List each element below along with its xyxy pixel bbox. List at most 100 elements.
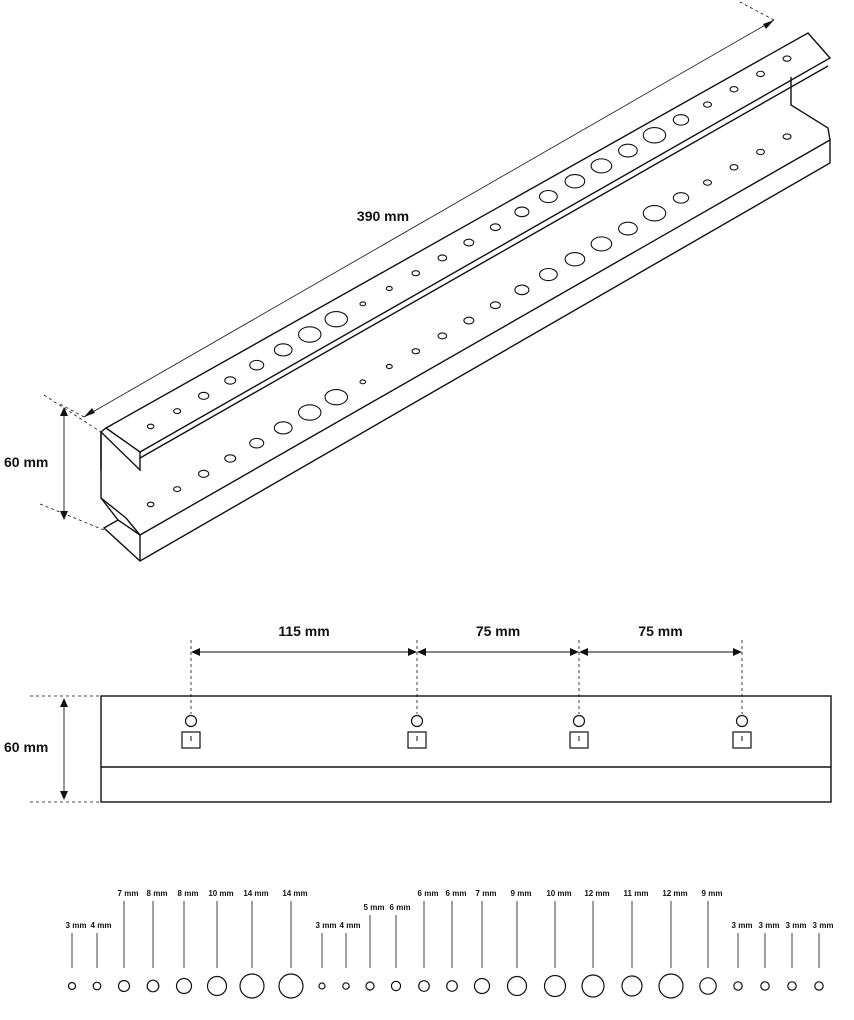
iso-hole xyxy=(173,486,182,493)
legend-hole: 14 mm xyxy=(278,889,308,999)
legend-hole: 11 mm xyxy=(621,889,649,997)
iso-hole xyxy=(249,437,265,449)
iso-hole xyxy=(489,301,501,310)
mount-slot xyxy=(407,731,427,749)
legend-hole: 5 mm xyxy=(364,903,384,991)
hole-circle xyxy=(278,973,304,999)
spacing-dimension: 75 mm xyxy=(579,623,742,656)
legend-hole: 3 mm xyxy=(316,921,337,990)
hole-circle xyxy=(92,981,102,991)
legend-hole: 9 mm xyxy=(699,889,723,995)
iso-hole xyxy=(489,223,501,232)
hole-circle xyxy=(446,980,458,992)
legend-hole: 14 mm xyxy=(239,889,269,999)
mount-slot xyxy=(732,731,752,749)
length-dimension xyxy=(59,1,775,418)
iso-hole xyxy=(411,348,421,355)
hole-size-label: 6 mm xyxy=(418,889,439,898)
iso-hole xyxy=(385,285,393,292)
legend-hole: 4 mm xyxy=(91,921,111,991)
hole-circle xyxy=(733,981,743,991)
iso-hole xyxy=(618,143,638,158)
isometric-top-holes xyxy=(146,55,792,430)
legend-hole: 10 mm xyxy=(206,889,234,997)
spacing-dimension: 75 mm xyxy=(417,623,579,656)
legend-hole: 8 mm xyxy=(146,889,167,993)
iso-hole xyxy=(703,179,712,186)
mount-hole xyxy=(410,714,424,728)
iso-hole xyxy=(324,310,349,328)
legend-hole: 10 mm xyxy=(543,889,572,998)
iso-hole xyxy=(197,469,210,478)
iso-height-label: 60 mm xyxy=(4,454,48,470)
bottom-flange xyxy=(100,138,831,562)
hole-circle xyxy=(699,977,717,995)
iso-hole xyxy=(249,359,265,371)
iso-hole xyxy=(642,127,667,144)
mount-point xyxy=(181,640,201,749)
hole-circle xyxy=(175,977,193,995)
legend-hole: 9 mm xyxy=(506,889,531,997)
iso-hole xyxy=(463,316,475,325)
spacing-dimension: 115 mm xyxy=(191,623,417,656)
hole-circle xyxy=(239,973,265,999)
iso-hole xyxy=(514,284,530,296)
hole-size-label: 10 mm xyxy=(208,889,233,898)
iso-hole xyxy=(437,332,448,340)
mount-point xyxy=(569,640,589,749)
iso-hole xyxy=(729,86,739,93)
iso-hole xyxy=(538,189,558,204)
isometric-view xyxy=(100,32,832,562)
iso-hole xyxy=(618,221,638,236)
legend-hole: 8 mm xyxy=(175,889,198,995)
iso-hole xyxy=(672,192,690,204)
legend-hole: 12 mm xyxy=(581,889,610,998)
side-height-label: 60 mm xyxy=(4,739,48,755)
mounting-points xyxy=(181,640,752,749)
hole-circle xyxy=(814,981,824,991)
hole-size-label: 4 mm xyxy=(340,921,361,930)
hole-circle xyxy=(146,979,160,993)
spacing-label: 75 mm xyxy=(638,623,682,639)
mount-point xyxy=(732,640,752,749)
legend-hole: 3 mm xyxy=(786,921,806,991)
top-flange xyxy=(100,32,832,453)
legend-hole: 7 mm xyxy=(473,889,496,995)
iso-hole xyxy=(411,270,421,277)
hole-size-label: 11 mm xyxy=(624,889,649,898)
legend-hole: 3 mm xyxy=(759,921,780,991)
legend-hole: 6 mm xyxy=(390,903,410,992)
hole-size-label: 3 mm xyxy=(759,921,780,930)
iso-hole xyxy=(197,391,210,400)
hole-circle xyxy=(206,975,228,997)
hole-circle xyxy=(543,974,567,998)
iso-hole xyxy=(756,70,766,78)
iso-hole xyxy=(146,501,155,508)
iso-hole xyxy=(590,236,613,252)
hole-circle xyxy=(760,981,770,991)
iso-height-dimension xyxy=(39,394,105,531)
mount-hole xyxy=(184,714,198,728)
mount-point xyxy=(407,640,427,749)
legend-hole: 7 mm xyxy=(117,889,138,993)
legend-hole: 12 mm xyxy=(658,889,688,999)
hole-size-label: 14 mm xyxy=(282,889,307,898)
hole-size-label: 9 mm xyxy=(702,889,723,898)
hole-circle xyxy=(581,974,605,998)
hole-circle xyxy=(621,975,643,997)
hole-size-label: 3 mm xyxy=(316,921,337,930)
iso-hole xyxy=(672,114,690,126)
iso-hole xyxy=(173,408,182,415)
iso-hole xyxy=(514,206,530,218)
iso-hole xyxy=(564,251,586,267)
iso-hole xyxy=(564,173,586,189)
top-flange-fold xyxy=(100,65,829,470)
iso-hole xyxy=(642,205,667,222)
hole-size-label: 3 mm xyxy=(66,921,87,930)
length-label: 390 mm xyxy=(357,208,409,224)
hole-circle xyxy=(67,981,77,991)
iso-hole xyxy=(224,376,237,385)
hole-circle xyxy=(117,979,131,993)
